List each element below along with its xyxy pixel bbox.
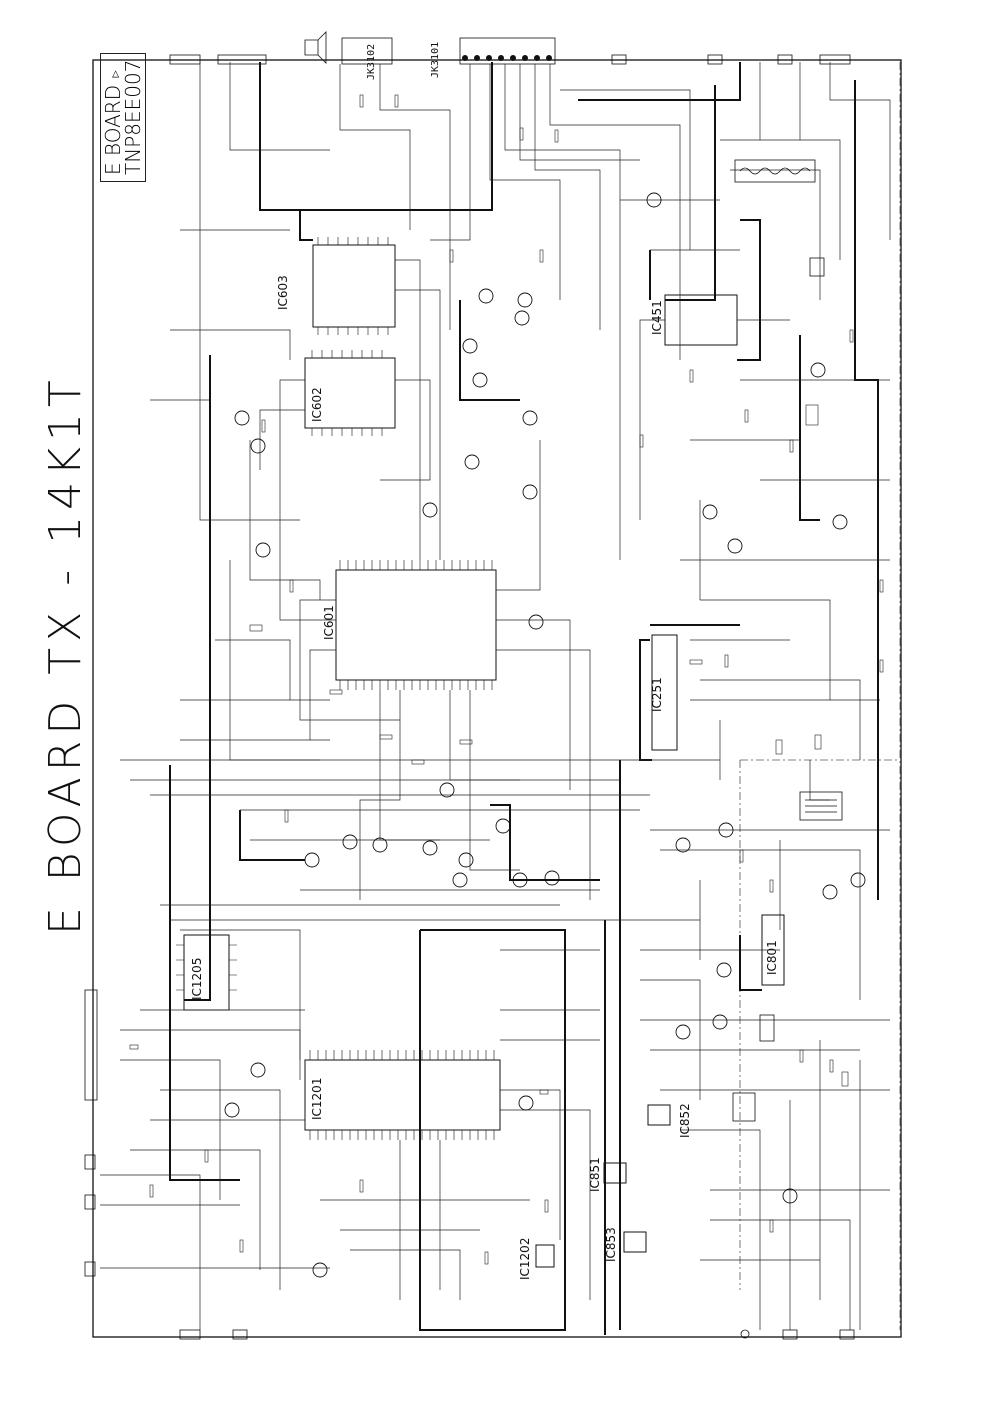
ic801-label: IC801 — [765, 940, 779, 975]
ic1202-label: IC1202 — [518, 1237, 532, 1280]
board-outline — [92, 59, 902, 1338]
connector-jk3102: JK3102 — [366, 43, 377, 80]
ic852-label: IC852 — [678, 1103, 692, 1138]
ic451-label: IC451 — [650, 300, 664, 335]
ic1201-label: IC1201 — [310, 1077, 324, 1120]
connector-jk3101: JK3101 — [430, 41, 441, 78]
warning-triangle-icon: △ — [112, 66, 120, 80]
ic1205-label: IC1205 — [190, 957, 204, 1000]
ic601-label: IC601 — [322, 605, 336, 640]
ic853-label: IC853 — [604, 1227, 618, 1262]
diagram-title: E BOARD TX - 14K1T — [40, 374, 91, 935]
ic602-label: IC602 — [310, 387, 324, 422]
ic251-label: IC251 — [650, 677, 664, 712]
ic851-label: IC851 — [588, 1157, 602, 1192]
ic603-label: IC603 — [276, 275, 290, 310]
board-label-box: E BOARD TNP8EE007 — [100, 52, 146, 182]
board-label-line2: TNP8EE007 — [121, 59, 145, 175]
